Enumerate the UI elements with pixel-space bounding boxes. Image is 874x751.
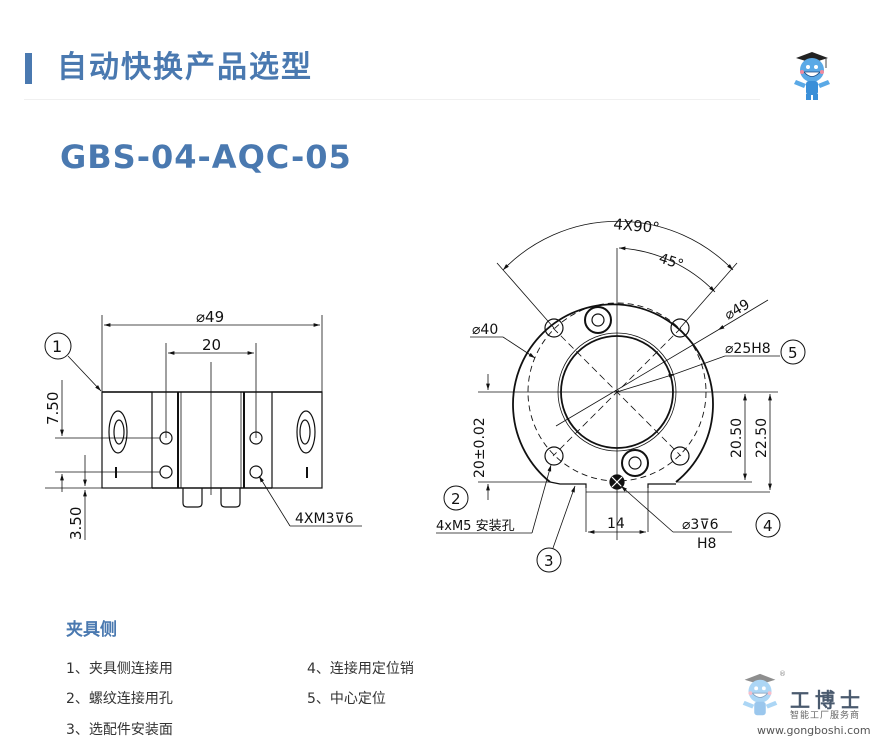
callout-5: 5 [788,344,798,362]
dim-width: 14 [607,516,625,532]
callout-4: 4 [763,517,773,535]
thread-note: 4XM3⊽6 [295,511,354,527]
registered-mark: ® [779,670,786,678]
legend-heading: 夹具侧 [66,620,117,640]
front-dim-left-bottom: 3.50 [67,507,85,540]
legend-item-1: 1、夹具侧连接用 [66,661,173,677]
dim-bolt-circle: ⌀40 [472,322,498,338]
front-dim-inner: 20 [202,336,221,354]
front-dim-outer: ⌀49 [196,308,224,326]
brand-watermark: ® 工博士 智能工厂服务商 www.gongboshi.com [735,668,871,746]
angle-total: 4X90° [613,215,661,237]
legend-item-2: 2、螺纹连接用孔 [66,691,173,707]
model-code: GBS-04-AQC-05 [60,138,352,176]
dim-height-tol: 20±0.02 [472,417,488,478]
dim-center: ⌀25H8 [725,341,771,357]
dim-height-1: 20.50 [729,418,745,458]
page-title: 自动快换产品选型 [57,50,313,85]
brand-url: www.gongboshi.com [757,724,871,737]
title-accent-bar [25,53,32,84]
pin-fit: H8 [697,536,716,552]
mount-note: 4xM5 安装孔 [436,519,515,534]
brand-tagline: 智能工厂服务商 [790,711,861,721]
legend-item-3: 3、选配件安装面 [66,722,173,738]
front-view [44,315,362,540]
dim-outer: ⌀49 [722,296,753,323]
legend-item-4: 4、连接用定位销 [307,661,414,677]
mascot-icon [742,673,778,716]
callout-3: 3 [544,552,554,570]
mascot-icon [794,52,830,100]
pin-note: ⌀3⊽6 [682,517,719,533]
technical-drawing: ⌀49 20 7.50 3.50 4XM3⊽6 1 [0,190,874,590]
header-divider [24,99,760,100]
legend-item-5: 5、中心定位 [307,691,386,707]
dim-height-2: 22.50 [754,418,770,458]
brand-name: 工博士 [790,688,865,712]
callout-1: 1 [52,337,62,356]
callout-2: 2 [451,490,461,508]
angle-half: 45° [657,251,686,274]
front-dim-left-top: 7.50 [44,392,62,425]
top-view [436,220,806,573]
